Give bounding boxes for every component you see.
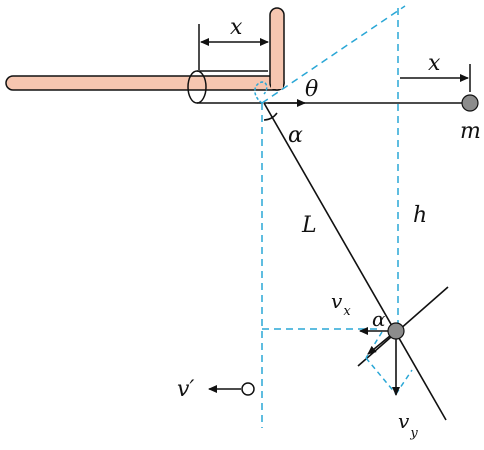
label-alpha-top: α <box>288 123 303 148</box>
rod-L <box>263 102 447 421</box>
open-ball <box>241 382 255 396</box>
vertical-tube <box>269 7 285 91</box>
label-x-top: x <box>230 15 243 40</box>
label-vx: vx <box>331 289 351 319</box>
lower-ball <box>387 322 405 340</box>
alpha-arc-top <box>263 112 278 121</box>
label-m: m <box>460 119 481 144</box>
label-x-right: x <box>428 51 441 76</box>
label-vy: vy <box>398 409 418 441</box>
label-alpha-small: α <box>372 307 386 331</box>
label-v-prime: v′ <box>177 377 194 402</box>
horizontal-tube <box>5 75 285 91</box>
label-L: L <box>301 213 317 238</box>
label-theta: θ <box>305 77 318 102</box>
mass-ball <box>461 94 479 112</box>
pivot-loop <box>254 81 268 104</box>
label-h: h <box>413 203 427 228</box>
dashed-diagonal <box>261 5 406 104</box>
